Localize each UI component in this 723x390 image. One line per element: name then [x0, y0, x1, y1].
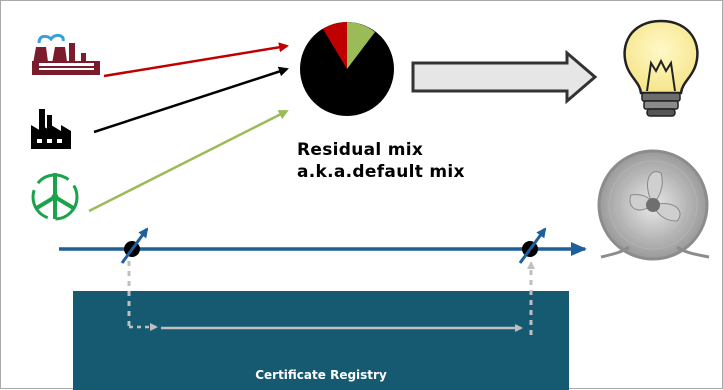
electric-fan-icon: [597, 149, 710, 261]
fossil-flow-arrow: [103, 42, 289, 78]
certificate-registry-box: [73, 291, 569, 390]
certificate-registry-label: Certificate Registry: [255, 368, 387, 382]
mix-to-consumer-arrow: [411, 49, 598, 105]
industrial-flow-arrow: [93, 66, 289, 134]
power-plant-icon: [32, 33, 100, 75]
residual-mix-title: Residual mix: [297, 140, 424, 160]
residual-mix-subtitle: a.k.a.default mix: [297, 162, 465, 182]
renewable-flow-arrow: [88, 109, 289, 213]
wind-turbine-icon: [31, 173, 79, 221]
pie-chart-icon: [300, 22, 394, 116]
light-bulb-icon: [623, 19, 699, 117]
factory-icon: [31, 109, 71, 149]
certificate-meter-icon: [518, 227, 547, 264]
certificate-meter-icon: [120, 227, 149, 264]
